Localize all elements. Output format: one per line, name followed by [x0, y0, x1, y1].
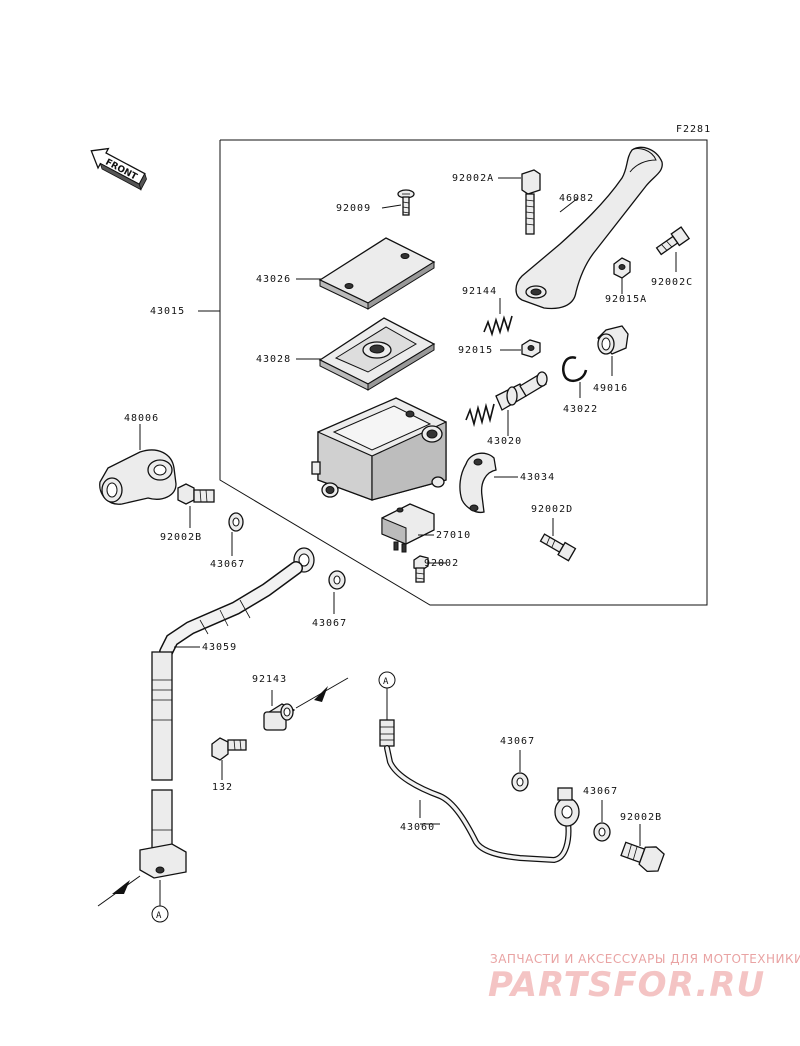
- svg-text:A: A: [383, 677, 389, 687]
- bolt-92002c-icon: [655, 226, 691, 256]
- label-92009: 92009: [336, 203, 371, 214]
- svg-text:A: A: [156, 911, 162, 921]
- label-92144: 92144: [462, 286, 497, 297]
- assembly-outline: [219, 139, 708, 606]
- brake-hose-43059-icon: [139, 547, 315, 879]
- bolt-132-icon: [211, 737, 247, 761]
- brake-switch-27010-icon: [381, 503, 435, 553]
- label-43067-lower-left: 43067: [500, 736, 535, 747]
- circlip-43022-icon: [562, 356, 588, 382]
- reservoir-cap-43026-icon: [318, 237, 436, 310]
- washer-43067-right-icon: [328, 570, 346, 590]
- dust-boot-49016-icon: [597, 325, 629, 355]
- label-43034: 43034: [520, 472, 555, 483]
- label-27010: 27010: [436, 530, 471, 541]
- screw-92002-icon: [413, 555, 429, 583]
- label-92002d: 92002D: [531, 504, 573, 515]
- label-92002: 92002: [424, 558, 459, 569]
- label-92143: 92143: [252, 674, 287, 685]
- label-132: 132: [212, 782, 233, 793]
- label-49016: 49016: [593, 383, 628, 394]
- callout-a-upper: A: [378, 671, 396, 689]
- label-48006: 48006: [124, 413, 159, 424]
- bolt-92002a-icon: [521, 169, 541, 235]
- banjo-bolt-92002b-lower-icon: [620, 841, 665, 873]
- label-92002b-lower: 92002B: [620, 812, 662, 823]
- watermark-logo: PARTSFOR.RU: [488, 965, 765, 1005]
- label-43067-left: 43067: [210, 559, 245, 570]
- label-43020: 43020: [487, 436, 522, 447]
- label-43059: 43059: [202, 642, 237, 653]
- label-92002b-upper: 92002B: [160, 532, 202, 543]
- label-43022: 43022: [563, 404, 598, 415]
- label-92015: 92015: [458, 345, 493, 356]
- clamp-43034-icon: [459, 452, 497, 514]
- label-43067-right: 43067: [312, 618, 347, 629]
- label-43015: 43015: [150, 306, 185, 317]
- cover-48006-icon: [99, 449, 177, 505]
- diaphragm-43028-icon: [318, 317, 436, 391]
- label-43028: 43028: [256, 354, 291, 365]
- spring-92144-icon: [483, 315, 513, 337]
- nut-92015a-icon: [613, 257, 631, 279]
- label-92002c: 92002C: [651, 277, 693, 288]
- label-92015a: 92015A: [605, 294, 647, 305]
- label-43060: 43060: [400, 822, 435, 833]
- brake-lever-46082-icon: [515, 146, 663, 310]
- label-46082: 46082: [559, 193, 594, 204]
- brake-pipe-43060-icon: [379, 719, 580, 864]
- washer-43067-lower-left-icon: [511, 772, 529, 792]
- banjo-bolt-92002b-upper-icon: [177, 483, 215, 505]
- callout-a-lower: A: [151, 905, 169, 923]
- label-43026: 43026: [256, 274, 291, 285]
- master-cylinder-body-icon: [311, 397, 447, 501]
- bolt-92002d-icon: [539, 533, 577, 562]
- washer-43067-left-icon: [228, 512, 244, 532]
- front-arrow-icon: FRONT: [90, 147, 147, 191]
- washer-43067-lower-right-icon: [593, 822, 611, 842]
- screw-92009-icon: [397, 189, 415, 216]
- diagram-code: F2281: [676, 124, 711, 135]
- label-92002a: 92002A: [452, 173, 494, 184]
- watermark-tagline: ЗАПЧАСТИ И АКСЕССУАРЫ ДЛЯ МОТОТЕХНИКИ: [490, 952, 800, 966]
- piston-kit-43020-icon: [465, 371, 548, 428]
- collar-92143-icon: [263, 703, 296, 731]
- nut-92015-icon: [521, 339, 541, 358]
- label-43067-lower-right: 43067: [583, 786, 618, 797]
